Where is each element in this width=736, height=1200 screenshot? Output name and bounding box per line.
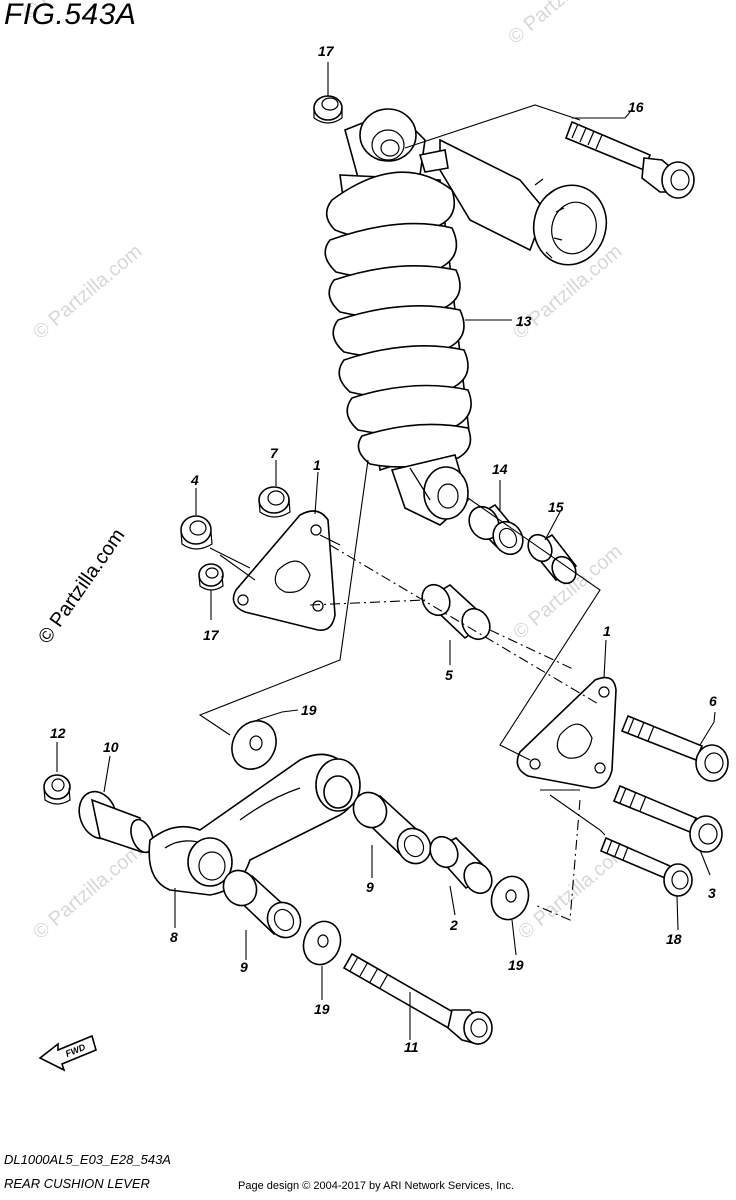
- callout-4: 4: [190, 472, 199, 488]
- watermark: © Partzilla.com: [29, 240, 146, 343]
- callout-19: 19: [508, 957, 524, 973]
- spacer-2: [429, 835, 493, 895]
- callout-11: 11: [404, 1039, 419, 1055]
- watermark: © Partzilla.com: [29, 840, 146, 943]
- bolt-11: [342, 952, 493, 1045]
- callout-13: 13: [516, 313, 532, 329]
- callout-3: 3: [708, 885, 716, 901]
- spacer-5: [421, 583, 491, 641]
- figure-title: FIG.543A: [4, 0, 137, 31]
- callout-9: 9: [240, 959, 248, 975]
- callout-19: 19: [301, 702, 317, 718]
- callout-17: 17: [318, 43, 335, 59]
- fwd-arrow: FWD: [38, 1034, 97, 1072]
- callout-8: 8: [170, 929, 178, 945]
- callout-12: 12: [50, 725, 66, 741]
- bolt-18: [599, 836, 693, 897]
- plate-1-lower: [516, 676, 617, 789]
- washer-19-upper: [231, 720, 277, 770]
- callout-9: 9: [366, 879, 374, 895]
- collar-10: [78, 790, 154, 854]
- callout-15: 15: [548, 499, 564, 515]
- bearing-14: [468, 503, 524, 556]
- callout-19: 19: [314, 1001, 330, 1017]
- callout-7: 7: [270, 445, 279, 461]
- shock-absorber: [324, 108, 608, 526]
- nut-7: [258, 486, 291, 518]
- diagram-caption: REAR CUSHION LEVER: [4, 1176, 150, 1191]
- watermark: © Partzilla.com: [504, 0, 621, 49]
- model-code: DL1000AL5_E03_E28_543A: [4, 1152, 171, 1167]
- bearing-9-upper: [352, 791, 432, 865]
- plate-1-upper: [232, 510, 336, 632]
- bearing-9-lower: [222, 869, 302, 939]
- spacer-15: [527, 533, 578, 585]
- watermark-main: © Partzilla.com: [34, 525, 129, 648]
- callout-18: 18: [666, 931, 682, 947]
- washer-19-mid: [490, 875, 530, 921]
- callout-2: 2: [449, 917, 458, 933]
- callouts: 17 16 13 7 1 4 14 15 17 5 1 6 19 12 10 9…: [50, 43, 717, 1055]
- callout-14: 14: [492, 461, 508, 477]
- callout-10: 10: [103, 739, 119, 755]
- nut-4: [180, 515, 213, 550]
- bolt-16: [564, 120, 695, 199]
- cushion-lever-8: [148, 753, 361, 896]
- copyright-notice: Page design © 2004-2017 by ARI Network S…: [238, 1180, 514, 1192]
- callout-17: 17: [203, 627, 220, 643]
- bolt-6: [620, 714, 729, 782]
- callout-5: 5: [445, 667, 453, 683]
- leader-lines: [56, 62, 716, 1040]
- bolt-3: [612, 784, 723, 853]
- nut-17-bottom: [198, 563, 224, 591]
- callout-6: 6: [709, 693, 717, 709]
- washer-19-low: [302, 920, 342, 966]
- nut-12: [43, 774, 71, 805]
- callout-1: 1: [313, 457, 321, 473]
- callout-1: 1: [603, 623, 611, 639]
- nut-17-top: [313, 95, 343, 124]
- callout-16: 16: [628, 99, 644, 115]
